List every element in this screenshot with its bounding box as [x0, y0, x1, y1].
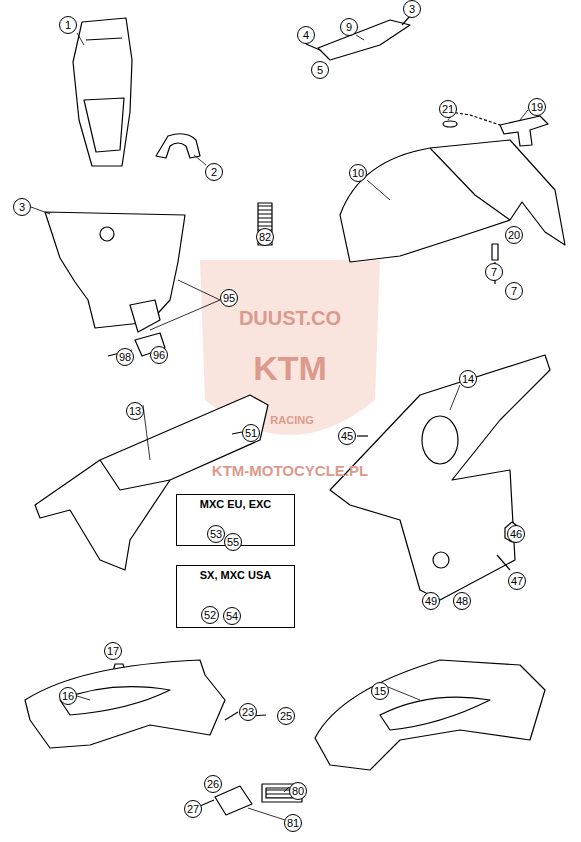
- callout-number: 13: [126, 402, 144, 420]
- callout-number: 98: [116, 348, 134, 366]
- callout-number: 95: [220, 289, 238, 307]
- callout-number: 19: [528, 98, 546, 116]
- variant-box: MXC EU, EXC5355: [176, 494, 295, 546]
- callout-number: 3: [13, 198, 31, 216]
- callout-number: 82: [256, 228, 274, 246]
- callout-number: 46: [507, 525, 525, 543]
- callout-number: 10: [349, 164, 367, 182]
- callout-number: 16: [59, 687, 77, 705]
- callout-number: 1: [59, 16, 77, 34]
- callout-number: 52: [201, 606, 219, 624]
- callout-number: 51: [242, 424, 260, 442]
- callout-number: 21: [439, 100, 457, 118]
- callout-number: 23: [239, 703, 257, 721]
- callout-number: 54: [223, 607, 241, 625]
- callout-number: 45: [338, 427, 356, 445]
- callout-number: 25: [277, 707, 295, 725]
- callout-number: 80: [289, 782, 307, 800]
- watermark: RACING: [270, 414, 313, 426]
- callout-number: 47: [508, 572, 526, 590]
- callout-number: 14: [459, 370, 477, 388]
- callout-number: 2: [205, 163, 223, 181]
- callout-number: 20: [505, 226, 523, 244]
- callout-number: 27: [184, 800, 202, 818]
- callout-number: 5: [311, 61, 329, 79]
- callout-number: 48: [453, 592, 471, 610]
- variant-heading: SX, MXC USA: [177, 566, 294, 584]
- callout-number: 81: [284, 814, 302, 832]
- watermark: KTM: [253, 349, 327, 388]
- callout-number: 9: [340, 18, 358, 36]
- callout-number: 49: [422, 592, 440, 610]
- callout-number: 7: [485, 263, 503, 281]
- callout-number: 4: [297, 26, 315, 44]
- callout-number: 55: [224, 533, 242, 551]
- callout-number: 7: [505, 282, 523, 300]
- watermark: DUUST.CO: [239, 307, 341, 330]
- callout-number: 26: [204, 775, 222, 793]
- callout-number: 17: [104, 642, 122, 660]
- callout-number: 53: [207, 525, 225, 543]
- variant-box: SX, MXC USA 5254: [176, 565, 295, 628]
- variant-heading: MXC EU, EXC: [177, 495, 294, 513]
- watermark: KTM-MOTOCYCLE.PL: [212, 462, 368, 479]
- callout-number: 15: [371, 682, 389, 700]
- callout-number: 3: [403, 0, 421, 18]
- callout-number: 96: [150, 346, 168, 364]
